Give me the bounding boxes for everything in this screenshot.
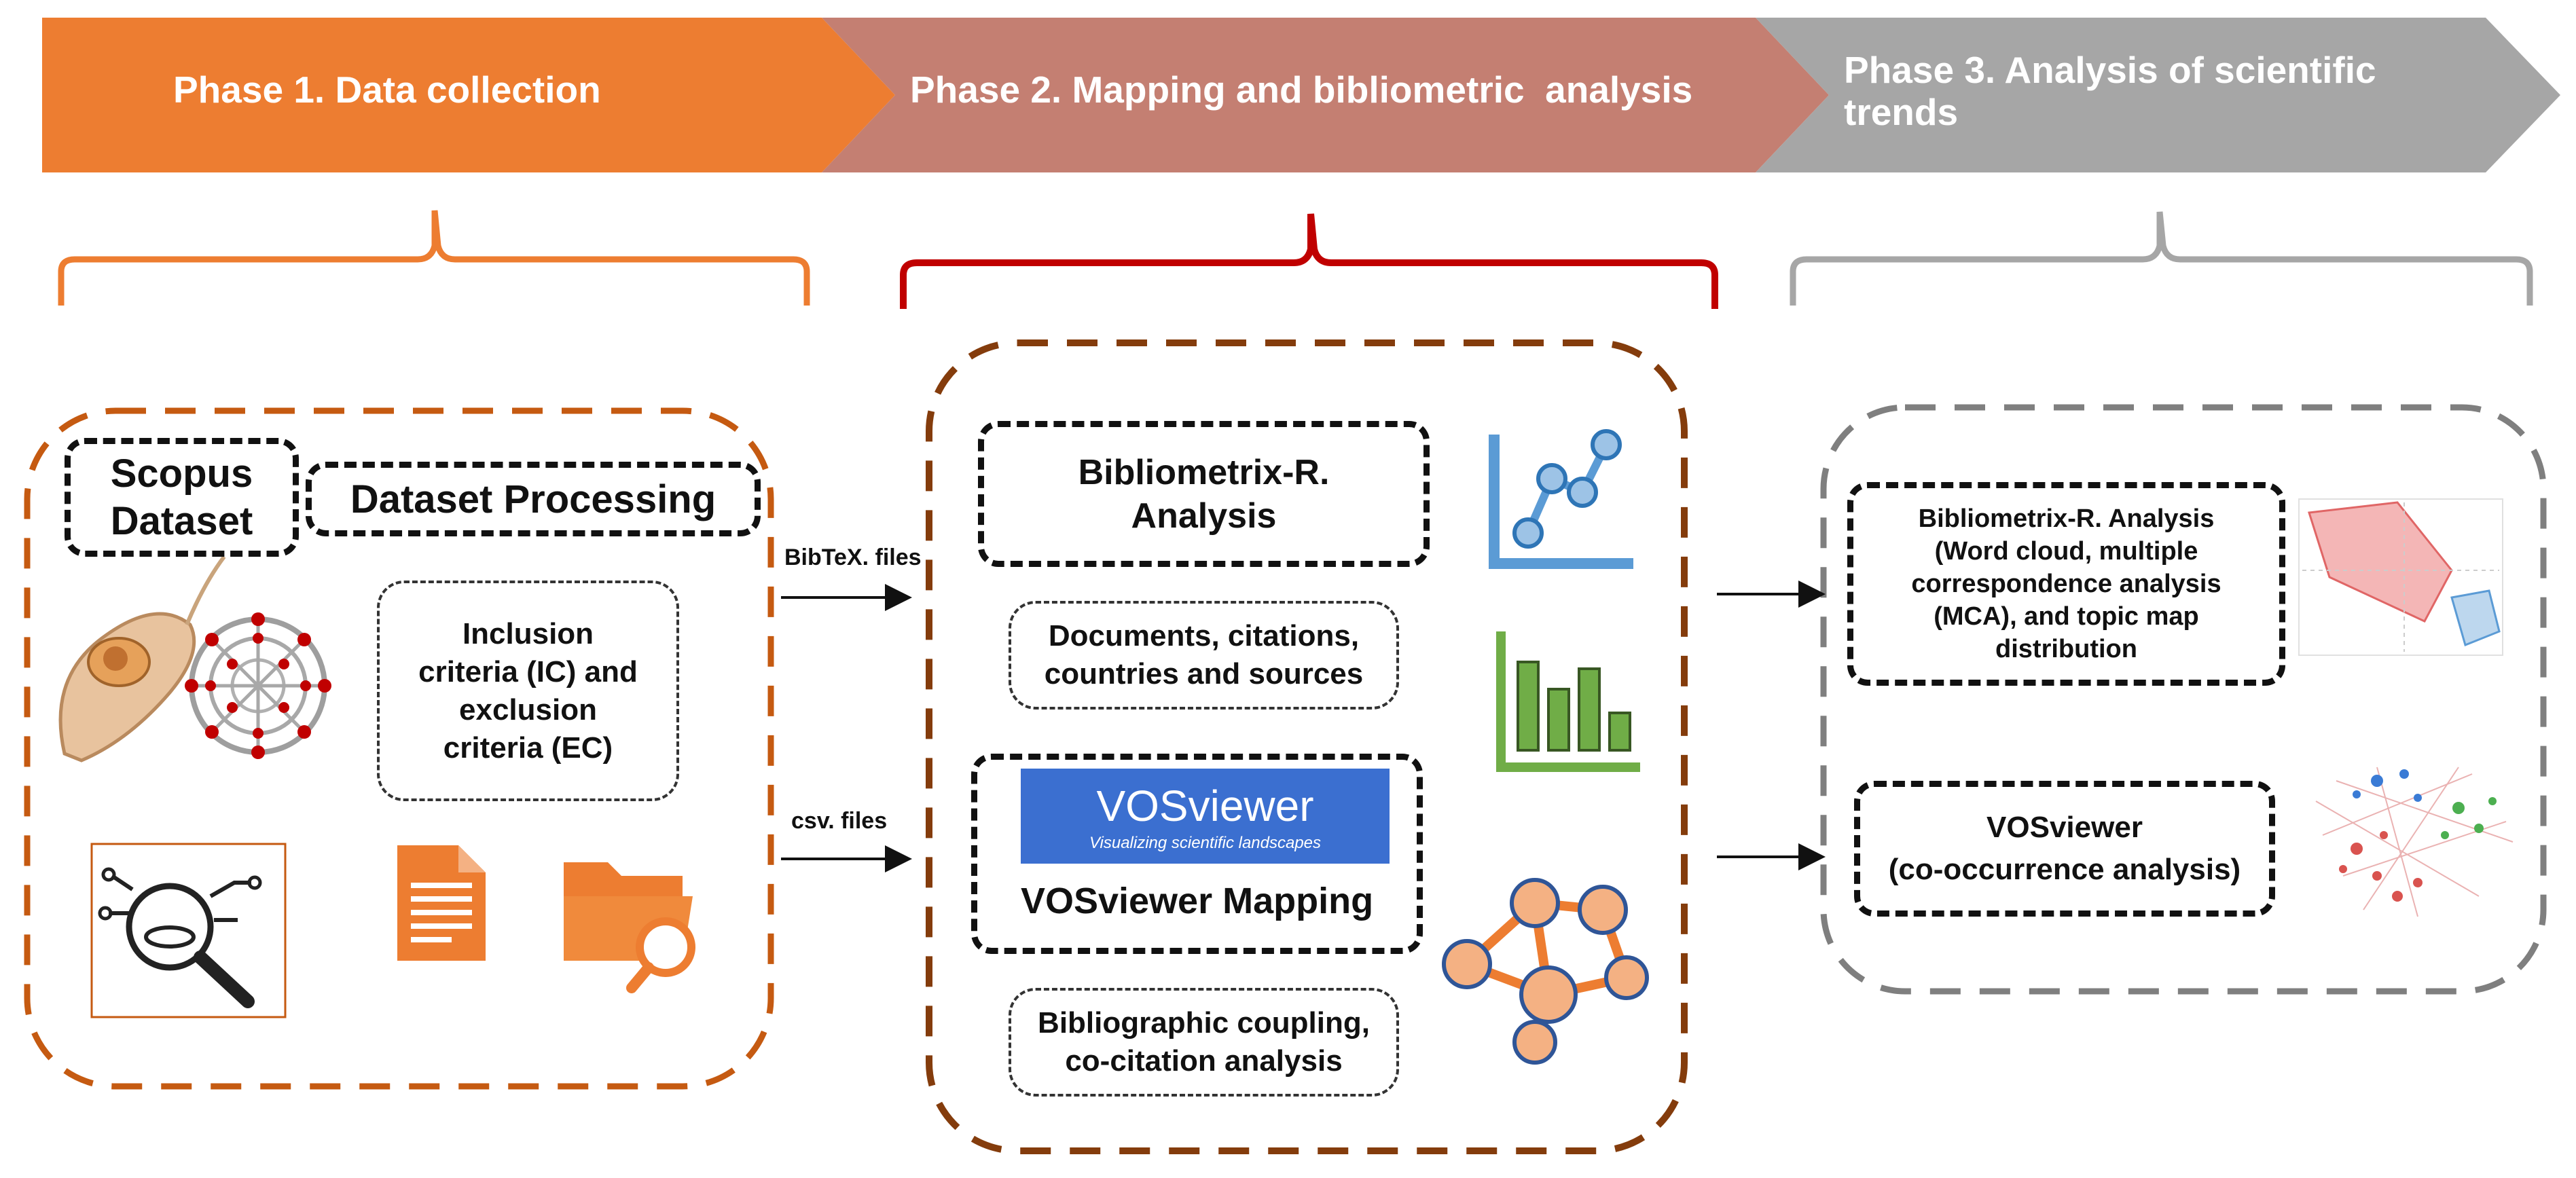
inclusion-criteria-box: Inclusion criteria (IC) and exclusion cr…: [377, 581, 679, 801]
phase3-bibliometrix-box: Bibliometrix-R. Analysis (Word cloud, mu…: [1847, 482, 2285, 686]
mca-plot-thumbnail: [2298, 498, 2503, 656]
bibliographic-coupling-box: Bibliographic coupling, co-citation anal…: [1009, 988, 1399, 1097]
bibliometrix-analysis-box: Bibliometrix-R. Analysis: [978, 421, 1430, 567]
csv-files-label: csv. files: [791, 808, 888, 834]
vosviewer-tagline: Visualizing scientific landscapes: [1089, 834, 1322, 852]
vosviewer-logo-text: VOSviewer: [1096, 781, 1314, 830]
phase2-brace: [900, 213, 1718, 309]
phase3-container: [1820, 404, 2547, 995]
phase3-vosviewer-box: VOSviewer (co-occurrence analysis): [1854, 781, 2275, 917]
phase1-container: [24, 407, 774, 1090]
vosviewer-mapping-label: VOSviewer Mapping: [1020, 881, 1374, 921]
phase1-label: Phase 1. Data collection: [173, 69, 601, 111]
data-search-icon: [90, 843, 287, 1018]
parasite-icon: [58, 555, 226, 762]
bibtex-files-label: BibTeX. files: [784, 545, 922, 570]
network-icon: [1442, 878, 1649, 1065]
dataset-processing-box: Dataset Processing: [306, 462, 761, 536]
documents-citations-box: Documents, citations, countries and sour…: [1009, 601, 1399, 710]
bar-chart-icon: [1496, 631, 1640, 772]
vosviewer-mapping-box: VOSviewer Mapping: [971, 754, 1423, 954]
line-chart-icon: [1489, 429, 1633, 569]
phase3-brace: [1790, 211, 2533, 306]
phase2-chevron: [822, 18, 1829, 172]
phase3-label: Phase 3. Analysis of scientific trends: [1844, 49, 2376, 133]
scopus-dataset-box: Scopus Dataset: [65, 438, 299, 557]
cooccurrence-network-thumbnail: [2315, 767, 2514, 917]
document-icon: [397, 845, 486, 961]
phase3-chevron: [1756, 18, 2560, 172]
folder-search-icon: [564, 862, 695, 993]
phase1-brace: [58, 210, 810, 306]
vosviewer-logo-banner: VOSviewer Visualizing scientific landsca…: [1021, 769, 1390, 864]
phase1-chevron: [42, 18, 895, 172]
phase2-label: Phase 2. Mapping and bibliometric analys…: [910, 69, 1693, 111]
fullerene-icon: [185, 612, 331, 759]
